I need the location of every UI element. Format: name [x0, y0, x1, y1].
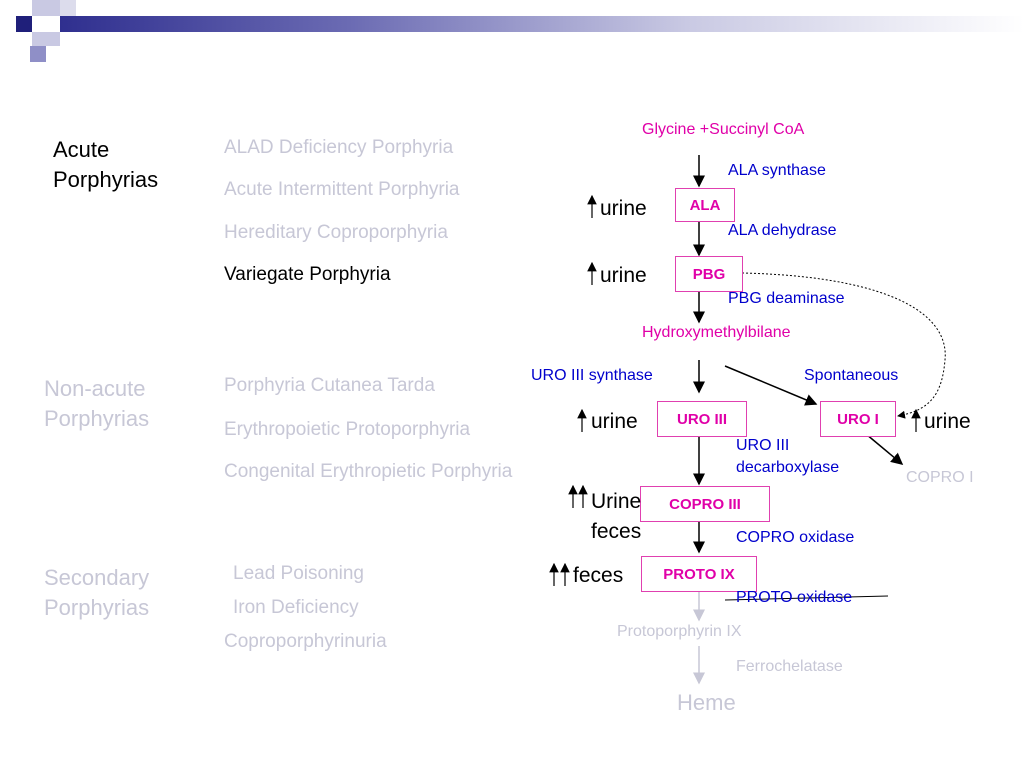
disease-iron: Iron Deficiency [233, 597, 359, 618]
node-copro1: COPRO I [906, 469, 974, 486]
proto-oxidase-strike [724, 595, 889, 601]
excretion-copro3: Urine feces [591, 490, 642, 543]
header-gradient-bar [60, 16, 1024, 32]
disease-alad: ALAD Deficiency Porphyria [224, 137, 454, 158]
node-protoporphyrin: Protoporphyrin IX [617, 623, 742, 640]
excretion-uro1-urine: urine [924, 410, 971, 433]
disease-aip: Acute Intermittent Porphyria [224, 179, 460, 200]
dotted-pbg-uro1 [741, 272, 946, 419]
enzyme-ala-dehydrase: ALA dehydrase [728, 222, 837, 239]
node-proto9: PROTO IX [641, 556, 757, 592]
label-spontaneous: Spontaneous [804, 367, 899, 384]
node-copro3: COPRO III [640, 486, 770, 522]
start-substrate: Glycine +Succinyl CoA [642, 121, 805, 138]
corner-square-light-3 [60, 0, 76, 16]
corner-square-light [32, 0, 60, 16]
arrow-hmb-uro1 [724, 365, 818, 406]
enzyme-ala-synthase: ALA synthase [728, 162, 826, 179]
excretion-proto-feces: feces [573, 564, 624, 587]
disease-copro: Coproporphyrinuria [224, 631, 387, 652]
excretion-pbg-urine: urine [600, 264, 647, 287]
enzyme-pbg-deaminase: PBG deaminase [728, 290, 845, 307]
node-uro3: URO III [657, 401, 747, 437]
disease-pct: Porphyria Cutanea Tarda [224, 375, 435, 396]
node-hmb: Hydroxymethylbilane [642, 324, 791, 341]
disease-hcp: Hereditary Coproporphyria [224, 222, 448, 243]
enzyme-ferrochelatase: Ferrochelatase [736, 658, 843, 675]
excretion-uro3-urine: urine [591, 410, 638, 433]
node-pbg: PBG [675, 256, 743, 292]
disease-vp: Variegate Porphyria [224, 264, 391, 285]
node-uro1: URO I [820, 401, 896, 437]
enzyme-proto-oxidase: PROTO oxidase [736, 589, 853, 606]
disease-epp: Erythropoietic Protoporphyria [224, 419, 471, 440]
category-non-acute: Non-acute Porphyrias [44, 376, 150, 431]
enzyme-copro-oxidase: COPRO oxidase [736, 529, 855, 546]
disease-cep: Congenital Erythropietic Porphyria [224, 461, 513, 482]
corner-square-dark [16, 16, 32, 32]
corner-square-mid [30, 46, 46, 62]
arrow-uro1-copro1 [865, 433, 904, 465]
disease-lead: Lead Poisoning [233, 563, 364, 584]
category-acute: Acute Porphyrias [53, 137, 159, 192]
node-ala: ALA [675, 188, 735, 222]
node-heme: Heme [677, 690, 736, 715]
category-secondary: Secondary Porphyrias [44, 565, 150, 620]
enzyme-uro3-decarboxylase: URO III decarboxylase [736, 437, 840, 476]
excretion-ala-urine: urine [600, 197, 647, 220]
corner-square-light-2 [32, 32, 60, 46]
enzyme-uro3-synthase: URO III synthase [531, 367, 653, 384]
